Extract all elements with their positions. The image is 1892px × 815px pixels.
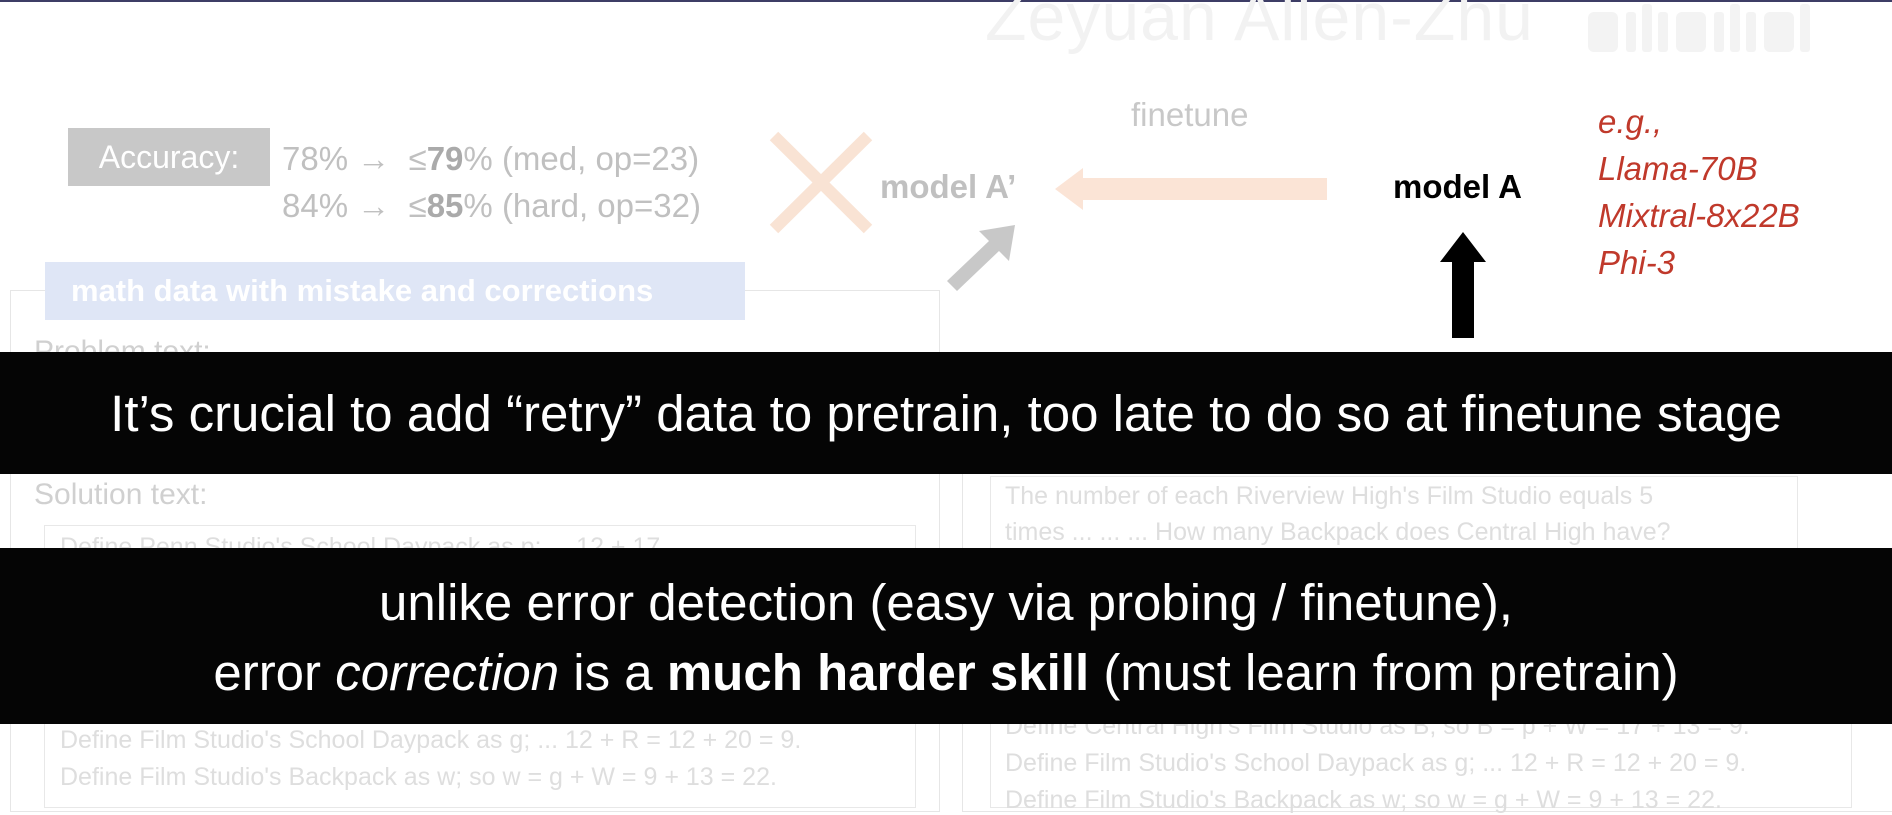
arrow-icon: →: [357, 140, 391, 177]
right-problem-line-2: times ... ... ... How many Backpack does…: [1005, 518, 1671, 546]
author-watermark: Zeyuan Allen-Zhu: [985, 0, 1534, 55]
finetune-label: finetune: [1131, 96, 1249, 133]
accuracy-row-med: 78% → ≤79% (med, op=23): [282, 140, 699, 178]
subtitle-line-2: unlike error detection (easy via probing…: [379, 574, 1513, 631]
subtitle-text: error: [213, 644, 336, 701]
left-solution-line-2: Define Film Studio's Backpack as w; so w…: [60, 763, 777, 791]
subtitle-emphasis: correction: [335, 644, 560, 701]
accuracy-row-hard: 84% → ≤85% (hard, op=32): [282, 187, 701, 225]
arrow-up-icon: [1440, 232, 1486, 338]
subtitle-strong: much harder skill: [666, 644, 1090, 701]
accuracy-from: 78%: [282, 140, 349, 177]
examples-prefix: e.g.,: [1598, 103, 1663, 140]
arrow-icon: →: [357, 187, 391, 224]
subtitle-text: (must learn from pretrain): [1089, 644, 1679, 701]
model-a-prime-label: model A’: [880, 168, 1017, 205]
accuracy-note: (hard, op=32): [501, 187, 701, 224]
cross-icon: [769, 131, 873, 234]
leq-symbol: ≤: [408, 187, 427, 224]
bilibili-logo-icon: [1588, 4, 1810, 52]
math-data-title: math data with mistake and corrections: [45, 262, 745, 320]
right-problem-line-1: The number of each Riverview High's Film…: [1005, 482, 1654, 510]
top-border: [0, 0, 1892, 2]
model-a-label: model A: [1393, 168, 1522, 205]
leq-symbol: ≤: [408, 140, 427, 177]
example-mixtral: Mixtral-8x22B: [1598, 197, 1800, 234]
arrow-diagonal-icon: [947, 225, 1015, 291]
example-phi: Phi-3: [1598, 244, 1676, 281]
subtitle-text: is a: [559, 644, 667, 701]
subtitle-bar-2: unlike error detection (easy via probing…: [0, 548, 1892, 724]
right-solution-line-2: Define Film Studio's School Daypack as g…: [1005, 749, 1747, 777]
left-solution-line-1: Define Film Studio's School Daypack as g…: [60, 726, 802, 754]
model-examples: e.g., Llama-70B Mixtral-8x22B Phi-3: [1598, 98, 1800, 286]
accuracy-from: 84%: [282, 187, 349, 224]
percent-sign: %: [463, 140, 493, 177]
right-solution-line-3: Define Film Studio's Backpack as w; so w…: [1005, 786, 1722, 814]
subtitle-line-1: It’s crucial to add “retry” data to pret…: [110, 384, 1782, 442]
percent-sign: %: [463, 187, 493, 224]
accuracy-to: 85: [426, 187, 464, 224]
example-llama: Llama-70B: [1598, 150, 1758, 187]
accuracy-label: Accuracy:: [68, 128, 270, 186]
accuracy-to: 79: [426, 140, 464, 177]
accuracy-note: (med, op=23): [501, 140, 700, 177]
solution-text-label: Solution text:: [34, 478, 208, 511]
arrow-left-icon: [1055, 168, 1327, 210]
subtitle-bar-1: It’s crucial to add “retry” data to pret…: [0, 352, 1892, 474]
subtitle-line-3: error correction is a much harder skill …: [0, 638, 1892, 708]
